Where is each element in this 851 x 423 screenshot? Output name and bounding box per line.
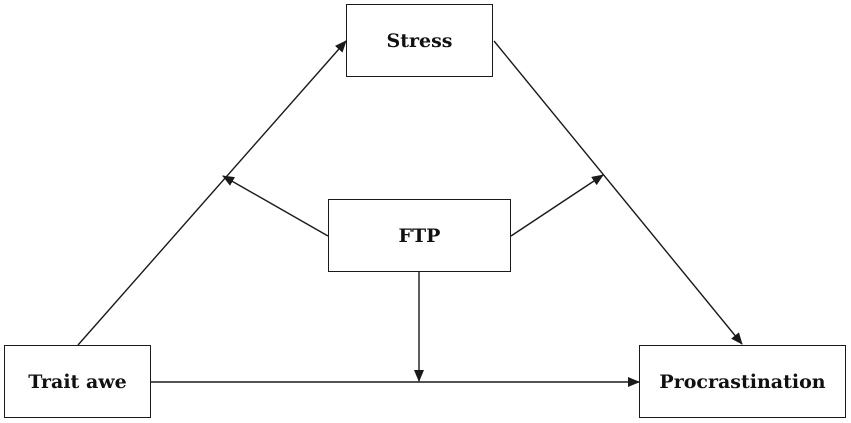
arrow-stress-to-procrastination — [493, 40, 743, 345]
node-procrastination: Procrastination — [639, 345, 846, 418]
arrow-ftp-moderation-right — [510, 174, 604, 237]
arrow-trait-awe-to-stress — [77, 40, 347, 346]
node-ftp-label: FTP — [398, 224, 441, 247]
node-ftp: FTP — [328, 199, 511, 272]
node-stress-label: Stress — [386, 29, 453, 52]
node-trait-awe: Trait awe — [4, 345, 151, 418]
node-stress: Stress — [346, 4, 493, 77]
arrow-ftp-moderation-left — [222, 175, 329, 237]
node-trait-awe-label: Trait awe — [28, 370, 127, 393]
node-procrastination-label: Procrastination — [659, 370, 826, 393]
